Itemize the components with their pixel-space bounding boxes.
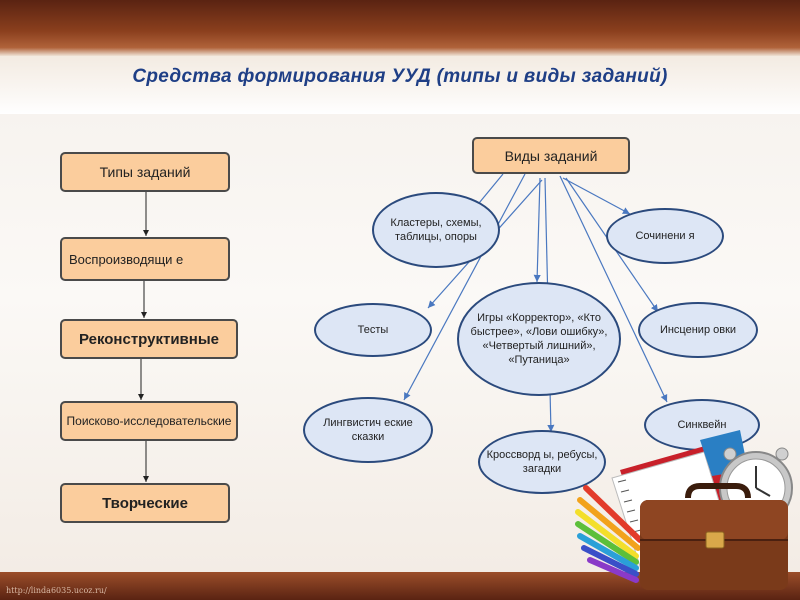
kind-games: Игры «Корректор», «Кто быстрее», «Лови о… bbox=[457, 282, 621, 396]
kind-clusters: Кластеры, схемы, таблицы, опоры bbox=[372, 192, 500, 268]
line-to-essays bbox=[562, 177, 631, 215]
slide-title: Средства формирования УУД (типы и виды з… bbox=[132, 66, 668, 87]
footer-url: http://linda6035.ucoz.ru/ bbox=[6, 586, 107, 595]
kinds-header: Виды заданий bbox=[472, 137, 630, 174]
type-creative: Творческие bbox=[60, 483, 230, 523]
kind-linguistic-tales: Лингвистич еские сказки bbox=[303, 397, 433, 463]
kind-crosswords: Кроссворд ы, ребусы, загадки bbox=[478, 430, 606, 494]
type-search-research: Поисково-исследовательские bbox=[60, 401, 238, 441]
type-reproductive: Воспроизводящи е bbox=[60, 237, 230, 281]
line-to-games bbox=[533, 177, 541, 283]
kind-staging: Инсценир овки bbox=[638, 302, 758, 358]
kind-tests: Тесты bbox=[314, 303, 432, 357]
line-to-syncwine bbox=[559, 175, 668, 403]
title-band bbox=[0, 56, 800, 114]
type-reconstructive: Реконструктивные bbox=[60, 319, 238, 359]
types-header: Типы заданий bbox=[60, 152, 230, 192]
kind-essays: Сочинени я bbox=[606, 208, 724, 264]
line-to-tales bbox=[403, 173, 526, 401]
top-banner bbox=[0, 0, 800, 56]
